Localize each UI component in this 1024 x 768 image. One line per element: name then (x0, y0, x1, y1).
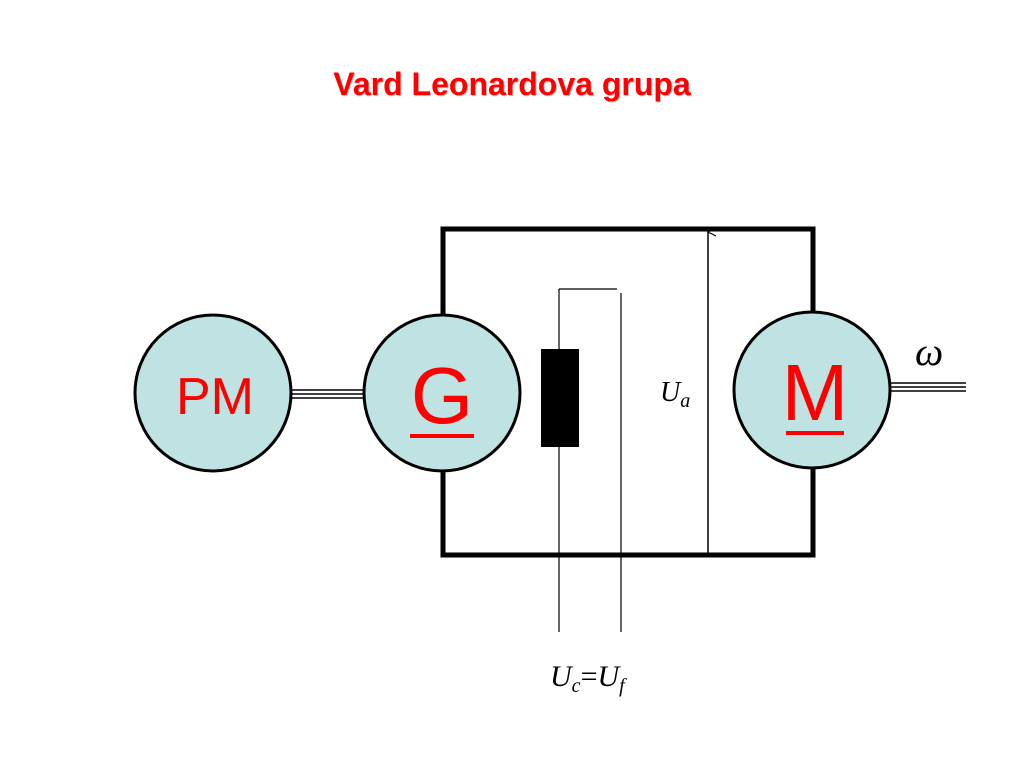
diagram-title: Vard Leonardova grupa (333, 66, 691, 102)
speed-omega-label: ω (915, 329, 943, 374)
motor-circle (732, 310, 892, 470)
armature-voltage-label: Ua (660, 377, 690, 412)
field-winding-coil (541, 349, 579, 447)
generator-circle (362, 313, 522, 473)
shaft-pm-g (290, 389, 368, 399)
field-winding-leads (558, 288, 622, 632)
prime-mover-circle (133, 313, 293, 473)
prime-mover-label: PM (176, 368, 254, 426)
motor-label: M (782, 348, 849, 437)
control-field-voltage-label: Uc=Uf (550, 660, 627, 697)
shaft-m-output (890, 382, 966, 392)
generator-label: G (411, 351, 473, 440)
